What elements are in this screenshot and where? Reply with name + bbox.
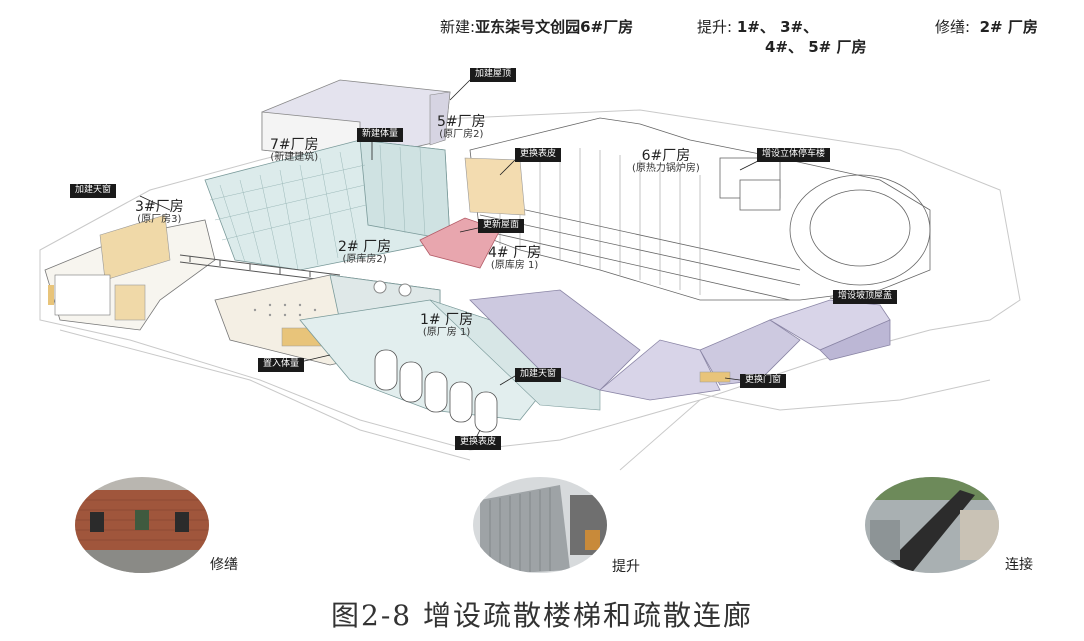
new-build-prefix: 新建: xyxy=(440,18,476,36)
building-5-label: 5#厂房 (原厂房2) xyxy=(437,115,486,140)
building-7-label: 7#厂房 (新建建筑) xyxy=(270,138,319,163)
building-6-name: 6#厂房 xyxy=(641,148,691,164)
upgrade-legend: 提升: 1#、 3#、 xyxy=(697,16,818,37)
building-7-sub: (新建建筑) xyxy=(270,151,319,163)
building-4-sub: (原库房 1) xyxy=(490,259,539,271)
building-6-sub: (原热力锅炉房) xyxy=(632,162,700,174)
tag-add-roof: 加建屋顶 xyxy=(470,68,517,82)
building-4-name: 4# 厂房 xyxy=(488,245,542,261)
connect-photo xyxy=(865,477,999,573)
building-4-label: 4# 厂房 (原库房 1) xyxy=(488,246,541,271)
tag-new-volume: 新建体量 xyxy=(357,128,404,142)
building-1 xyxy=(299,299,601,433)
repair-label: 修缮 xyxy=(210,557,238,573)
upgrade-line1: 1#、 3#、 xyxy=(736,18,819,36)
tag-insert-volume: 置入体量 xyxy=(258,358,305,372)
connect-label: 连接 xyxy=(1005,557,1033,573)
building-7-glass xyxy=(204,139,451,271)
upgrade-line2: 4#、 5# 厂房 xyxy=(765,38,867,56)
building-7-name: 7#厂房 xyxy=(270,137,319,153)
new-build-value: 亚东柒号文创园6#厂房 xyxy=(475,18,634,36)
figure-title: 图2-8 增设疏散楼梯和疏散连廊 xyxy=(331,599,753,632)
tag-add-parking: 增设立体停车楼 xyxy=(757,148,831,162)
building-5-facade xyxy=(464,157,526,216)
building-3-label: 3#厂房 (原厂房3) xyxy=(135,200,184,225)
building-6-label: 6#厂房 (原热力锅炉房) xyxy=(632,149,700,174)
building-4-slope-roofs xyxy=(469,289,891,401)
upgrade-legend-line2: 4#、 5# 厂房 xyxy=(765,36,866,57)
upgrade-prefix: 提升: xyxy=(697,18,733,36)
tag-change-skin-bottom: 更换表皮 xyxy=(455,436,502,450)
building-1-sub: (原厂房 1) xyxy=(422,326,471,338)
building-6 xyxy=(469,117,931,301)
new-build-legend: 新建:亚东柒号文创园6#厂房 xyxy=(440,16,633,37)
repair-legend: 修缮: 2# 厂房 xyxy=(935,16,1038,37)
building-5-name: 5#厂房 xyxy=(437,114,486,130)
tag-renew-roof: 更新屋面 xyxy=(478,219,525,233)
building-2-name: 2# 厂房 xyxy=(338,239,392,255)
repair-prefix: 修缮: xyxy=(935,18,971,36)
building-3 xyxy=(44,214,216,331)
building-1-label: 1# 厂房 (原厂房 1) xyxy=(420,313,473,338)
repair-value: 2# 厂房 xyxy=(979,18,1038,36)
building-3-sub: (原厂房3) xyxy=(137,213,182,225)
building-5-sub: (原厂房2) xyxy=(439,128,484,140)
building-2-sub: (原库房2) xyxy=(342,253,387,265)
upgrade-label: 提升 xyxy=(612,559,640,575)
repair-photo xyxy=(75,477,209,573)
tag-change-doors: 更换门窗 xyxy=(740,374,787,388)
tag-add-skylight-left: 加建天窗 xyxy=(70,184,117,198)
tag-add-skylight-center: 加建天窗 xyxy=(515,368,562,382)
building-1-name: 1# 厂房 xyxy=(420,312,474,328)
building-2-label: 2# 厂房 (原库房2) xyxy=(338,240,391,265)
upgrade-photo xyxy=(473,477,607,573)
building-3-name: 3#厂房 xyxy=(135,199,184,215)
tag-add-slope-roof: 增设坡顶屋盖 xyxy=(833,290,898,304)
tag-change-skin-top: 更换表皮 xyxy=(515,148,562,162)
